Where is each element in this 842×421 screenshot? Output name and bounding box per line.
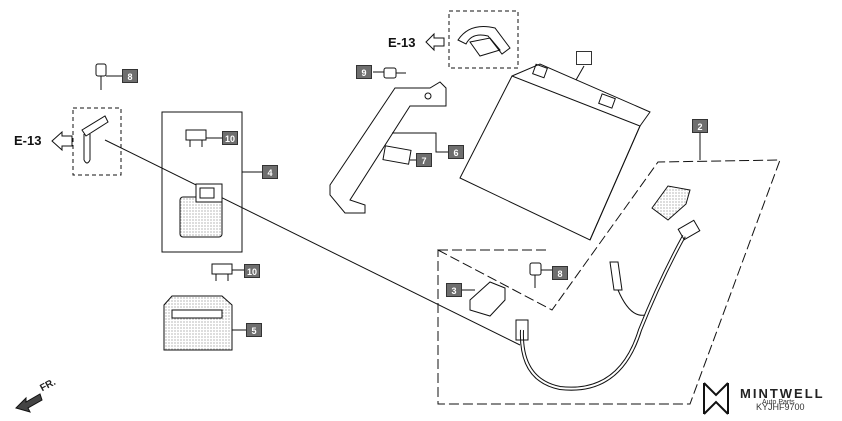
battery-bracket [329, 81, 447, 214]
ref-e13-top: E-13 [388, 35, 416, 50]
top-arrow-icon [425, 32, 445, 52]
callout-10-lower: 10 [244, 264, 260, 278]
battery [459, 63, 651, 241]
callout-6: 6 [448, 145, 464, 159]
clamp-left [81, 115, 109, 164]
brand-logo-icon [703, 382, 729, 415]
callout-8-right: 8 [552, 266, 568, 280]
callout-8-left: 8 [122, 69, 138, 83]
callout-9: 9 [356, 65, 372, 79]
brand-tagline: Auto Parts [762, 399, 795, 406]
part-code: KYJHF9700 [756, 402, 805, 412]
fuse-group-frame [161, 111, 243, 253]
callout-7: 7 [416, 153, 432, 167]
callout-4: 4 [262, 165, 278, 179]
cable-group-outline [437, 159, 781, 405]
bolt-right [529, 262, 552, 288]
cable-terminal-cover [651, 185, 691, 221]
callout-2: 2 [692, 119, 708, 133]
terminal-cover [462, 281, 506, 317]
cable-line-long [104, 139, 521, 346]
brand-name: MINTWELL [740, 386, 825, 401]
callout-10-top: 10 [222, 131, 238, 145]
bolt-nine [373, 67, 406, 79]
fuse-lower [211, 263, 244, 281]
ref-e13-left: E-13 [14, 133, 42, 148]
fuse-top [185, 129, 222, 147]
front-arrow-icon [15, 393, 43, 413]
starter-relay [179, 183, 223, 238]
callout-battery [576, 51, 592, 65]
top-inset-part [457, 26, 511, 57]
left-dashed-box [72, 107, 122, 176]
callout-5: 5 [246, 323, 262, 337]
relay-cover [163, 295, 246, 351]
battery-cable [515, 219, 701, 391]
battery-pad [382, 145, 412, 165]
bolt-left [95, 63, 122, 90]
callout-3: 3 [446, 283, 462, 297]
left-arrow-icon [51, 130, 73, 152]
